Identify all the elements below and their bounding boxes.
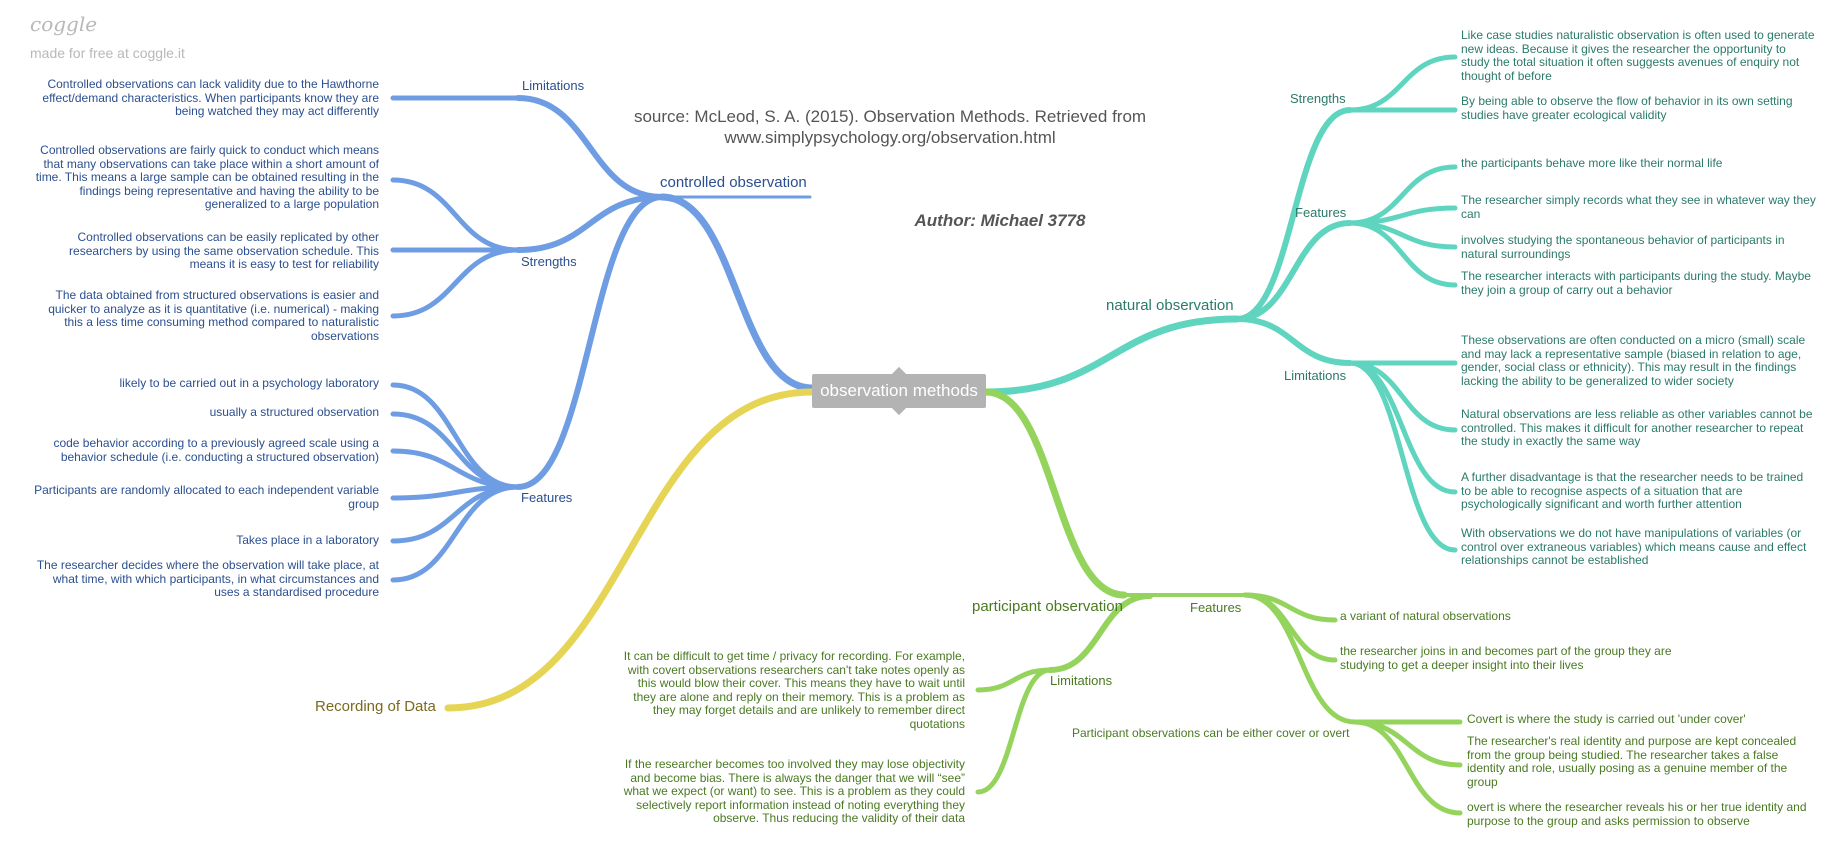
- controlled-feature-item[interactable]: likely to be carried out in a psychology…: [119, 376, 379, 390]
- leaf-link: [390, 177, 521, 253]
- participant-limitation-item[interactable]: It can be difficult to get time / privac…: [623, 649, 965, 731]
- natural-feature-item[interactable]: involves studying the spontaneous behavi…: [1461, 233, 1785, 261]
- leaf-link: [390, 484, 521, 583]
- node-controlled-observation[interactable]: controlled observation: [660, 174, 807, 191]
- node-participant-limitations[interactable]: Limitations: [1050, 673, 1113, 688]
- branch-recording: [444, 388, 816, 712]
- made-with-coggle-note[interactable]: made for free at coggle.it: [30, 45, 185, 61]
- author-credit: Author: Michael 3778: [914, 211, 1086, 230]
- branch-natural-strengths: [1234, 107, 1353, 322]
- controlled-feature-item[interactable]: Takes place in a laboratory: [236, 533, 379, 547]
- branch-controlled-features: [515, 194, 665, 490]
- controlled-strength-item[interactable]: Controlled observations can be easily re…: [69, 230, 379, 272]
- natural-limitation-item[interactable]: Natural observations are less reliable a…: [1461, 407, 1813, 449]
- controlled-feature-item[interactable]: Participants are randomly allocated to e…: [34, 483, 379, 511]
- controlled-feature-item[interactable]: usually a structured observation: [209, 405, 379, 419]
- branch-cover-overt: [1242, 592, 1358, 725]
- leaf-link: [1347, 360, 1458, 553]
- natural-limitation-item[interactable]: These observations are often conducted o…: [1461, 333, 1806, 388]
- root-node[interactable]: observation methods: [812, 366, 986, 416]
- leaf-link: [390, 247, 521, 319]
- participant-feature-item[interactable]: a variant of natural observations: [1340, 609, 1511, 623]
- participant-limitation-item[interactable]: If the researcher becomes too involved t…: [623, 757, 965, 826]
- natural-limitation-item[interactable]: With observations we do not have manipul…: [1461, 526, 1807, 568]
- root-node-label: observation methods: [820, 381, 978, 400]
- node-natural-observation[interactable]: natural observation: [1106, 297, 1234, 314]
- natural-feature-item[interactable]: The researcher interacts with participan…: [1461, 269, 1811, 297]
- leaf-link: [1347, 360, 1458, 433]
- node-natural-strengths[interactable]: Strengths: [1290, 91, 1346, 106]
- controlled-feature-item[interactable]: code behavior according to a previously …: [53, 436, 379, 464]
- controlled-strength-item[interactable]: The data obtained from structured observ…: [48, 288, 379, 343]
- node-controlled-limitations[interactable]: Limitations: [522, 78, 585, 93]
- node-recording-of-data[interactable]: Recording of Data: [315, 698, 436, 715]
- node-controlled-strengths[interactable]: Strengths: [521, 254, 577, 269]
- source-citation: source: McLeod, S. A. (2015). Observatio…: [633, 107, 1147, 147]
- branch-participant-limitations: [1047, 593, 1153, 673]
- leaf-link: [1347, 54, 1458, 113]
- controlled-strength-item[interactable]: Controlled observations are fairly quick…: [35, 143, 379, 212]
- controlled-limitation-item[interactable]: Controlled observations can lack validit…: [42, 77, 379, 119]
- natural-limitation-item[interactable]: A further disadvantage is that the resea…: [1461, 470, 1804, 512]
- node-controlled-features[interactable]: Features: [521, 490, 573, 505]
- node-participant-features[interactable]: Features: [1190, 600, 1242, 615]
- leaf-link: [975, 667, 1053, 795]
- leaf-link: [1347, 205, 1458, 226]
- node-natural-limitations[interactable]: Limitations: [1284, 368, 1347, 383]
- controlled-feature-item[interactable]: The researcher decides where the observa…: [36, 558, 379, 600]
- leaf-link: [1347, 220, 1458, 288]
- natural-feature-item[interactable]: the participants behave more like their …: [1461, 156, 1723, 170]
- branch-natural-features: [1234, 220, 1353, 322]
- branch-controlled-limitations: [515, 95, 665, 200]
- node-participant-observation[interactable]: participant observation: [972, 598, 1123, 615]
- leaf-link: [1352, 719, 1463, 768]
- branch-controlled: [658, 193, 816, 392]
- cover-overt-item[interactable]: overt is where the researcher reveals hi…: [1467, 800, 1807, 828]
- natural-strength-item[interactable]: Like case studies naturalistic observati…: [1461, 28, 1815, 83]
- natural-strength-item[interactable]: By being able to observe the flow of beh…: [1461, 94, 1793, 122]
- coggle-logo[interactable]: coggle: [30, 12, 98, 36]
- branch-controlled-strengths: [515, 194, 665, 253]
- node-cover-or-overt[interactable]: Participant observations can be either c…: [1072, 726, 1350, 740]
- natural-feature-item[interactable]: The researcher simply records what they …: [1461, 193, 1816, 221]
- node-natural-features[interactable]: Features: [1295, 205, 1347, 220]
- branch-natural: [982, 315, 1241, 396]
- leaf-link: [1352, 719, 1463, 816]
- cover-overt-item[interactable]: The researcher's real identity and purpo…: [1467, 734, 1797, 789]
- branch-participant: [982, 388, 1128, 599]
- cover-overt-item[interactable]: Covert is where the study is carried out…: [1467, 712, 1746, 726]
- branch-natural-limitations: [1234, 316, 1353, 366]
- participant-feature-item[interactable]: the researcher joins in and becomes part…: [1340, 644, 1672, 672]
